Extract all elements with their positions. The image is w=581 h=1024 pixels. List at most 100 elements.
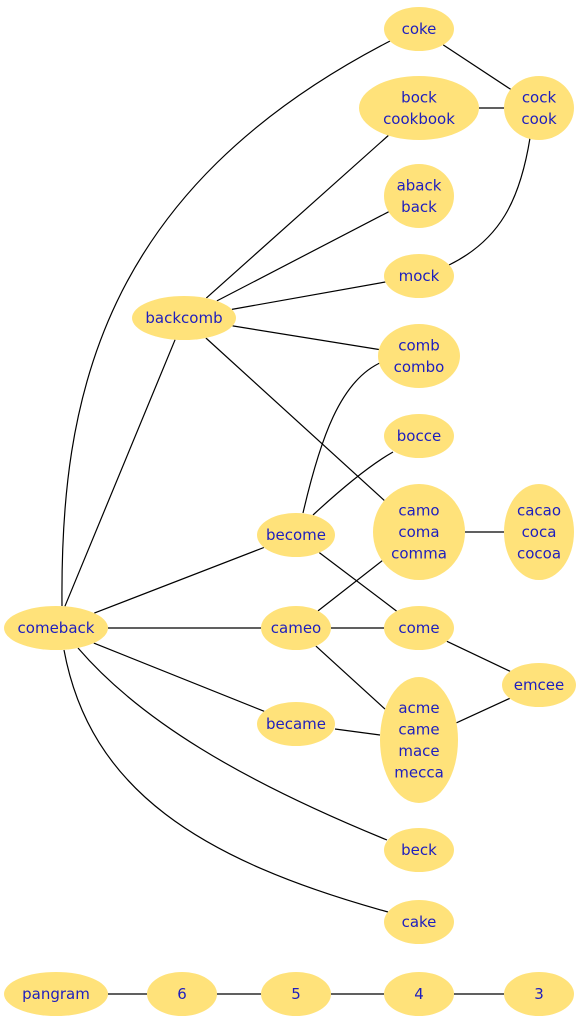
edge-cameo-camo [317,560,383,612]
node-ellipse [384,900,454,944]
edge-comeback-became [93,642,265,712]
node-label: cake [402,913,437,931]
node-label: 4 [414,985,424,1003]
node-label: aback [397,176,442,194]
node-ellipse [384,254,454,298]
node-label: backcomb [145,309,222,327]
edge-comeback-become [94,546,265,614]
node-backcomb: backcomb [132,296,236,340]
node-label: cameo [271,619,321,637]
edge-backcomb-bock [205,135,389,299]
node-label: came [398,720,439,738]
node-ellipse [147,972,217,1016]
edge-come-emcee [446,640,511,672]
node-comeback: comeback [4,606,108,650]
node-cock: cock cook [504,76,574,140]
edge-become-come [318,552,397,612]
node-pangram: pangram [4,972,108,1016]
edge-cameo-acme [315,645,386,710]
node-label: acme [398,699,439,717]
node-ellipse [504,76,574,140]
edge-comeback-beck [77,647,388,841]
node-label: coca [522,523,557,541]
node-label: emcee [514,676,565,694]
node-bocce: bocce [384,414,454,458]
node-come: come [384,606,454,650]
edge-mock-cock [448,137,531,266]
node-comb: comb combo [378,324,460,388]
node-layer: cokecockcookbockcookbookabackbackmockbac… [4,7,576,1016]
node-label: comma [391,545,447,563]
edge-backcomb-comb [232,325,379,351]
node-ellipse [359,76,479,140]
node-label: coma [398,523,439,541]
node-ellipse [504,484,574,580]
node-cake: cake [384,900,454,944]
node-label: back [401,198,437,216]
node-ellipse [4,972,108,1016]
node-cameo: cameo [261,606,331,650]
node-camo: camo coma comma [373,484,465,580]
node-label: cocoa [517,545,561,563]
node-label: comeback [18,619,95,637]
node-ellipse [380,677,458,803]
node-ellipse [384,828,454,872]
node-label: cook [521,110,557,128]
node-n5: 5 [261,972,331,1016]
node-label: cookbook [383,110,455,128]
node-ellipse [4,606,108,650]
node-label: 6 [177,985,187,1003]
node-ellipse [261,972,331,1016]
node-ellipse [261,606,331,650]
node-label: 5 [291,985,301,1003]
node-beck: beck [384,828,454,872]
edge-came-acme [334,728,381,736]
node-mock: mock [384,254,454,298]
node-emcee: emcee [502,663,576,707]
node-label: mecca [394,763,444,781]
node-acme: acme came mace mecca [380,677,458,803]
node-label: 3 [534,985,544,1003]
node-label: combo [394,358,445,376]
node-label: mace [398,742,439,760]
edge-acme-emcee [456,697,510,724]
node-become: become [257,513,335,557]
node-label: coke [402,20,437,38]
node-label: mock [399,267,440,285]
node-ellipse [132,296,236,340]
node-label: cock [522,88,557,106]
node-ellipse [504,972,574,1016]
node-label: bocce [397,427,441,445]
edge-comeback-backcomb [64,339,176,607]
node-label: beck [401,841,437,859]
node-ellipse [378,324,460,388]
edge-backcomb-mock [231,281,386,310]
edge-comeback-coke [61,39,393,607]
node-label: come [398,619,439,637]
node-n3: 3 [504,972,574,1016]
node-coke: coke [384,7,454,51]
node-ellipse [502,663,576,707]
edge-comeback-cake [63,649,389,913]
node-label: became [266,715,326,733]
node-ellipse [384,606,454,650]
node-ellipse [373,484,465,580]
node-label: comb [398,336,440,354]
edge-coke-cock [442,44,511,90]
edge-become-comb [302,361,383,514]
node-label: become [266,526,326,544]
node-label: camo [398,502,439,520]
node-ellipse [384,414,454,458]
edge-backcomb-camo [205,337,385,501]
node-n4: 4 [384,972,454,1016]
node-aback: aback back [384,164,454,228]
node-ellipse [384,7,454,51]
node-ellipse [257,513,335,557]
node-label: pangram [22,985,90,1003]
node-ellipse [384,972,454,1016]
edge-layer [61,39,531,995]
node-ellipse [257,702,335,746]
edge-become-bocce [312,451,394,516]
